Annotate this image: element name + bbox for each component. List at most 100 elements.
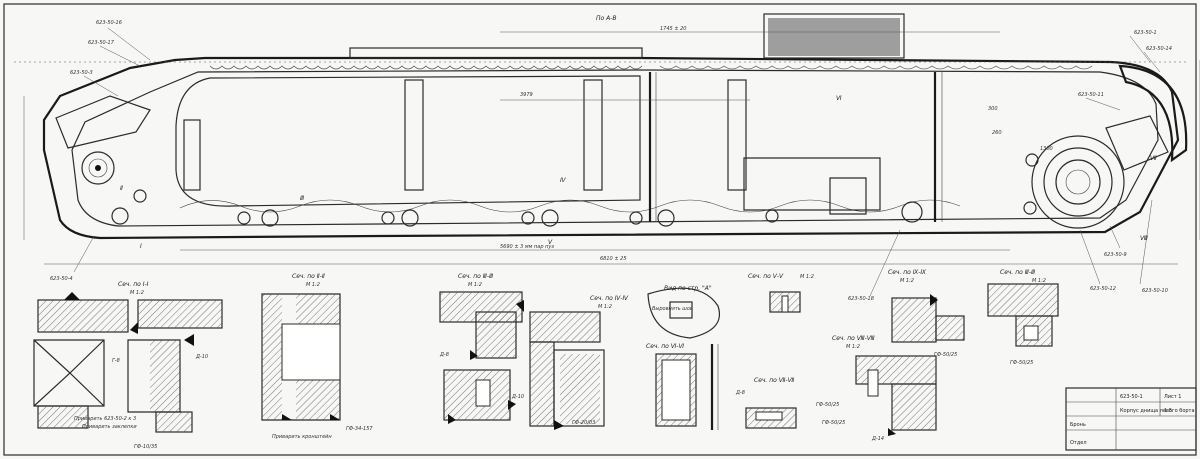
hull-inner-outline (71, 69, 1159, 227)
section-title: Сеч. по Ⅰ-Ⅰ (118, 281, 149, 288)
section-marker: Ⅱ (120, 185, 123, 192)
weld-mark: Д-10 (195, 354, 208, 360)
part-ref: ГФ-20/03 (572, 420, 595, 426)
front-hole-2 (133, 189, 147, 203)
section-detail-2: Сеч. по Ⅱ-Ⅱ М 1:2 Приварить кронштейн ГФ… (261, 273, 373, 440)
callout: 623-50-12 (1090, 286, 1116, 292)
part-ref: ГФ-50/25 (816, 402, 839, 408)
hull-side-view (14, 13, 1200, 265)
inspection-slot-4 (727, 79, 747, 191)
section-title: По А-В (596, 15, 616, 22)
section-detail-6: Сеч. по Ⅵ-Ⅵ (646, 343, 719, 430)
sheet-frame (3, 3, 1197, 456)
section-detail-9: Сеч. по Ⅸ-Ⅸ М 1:2 ГФ-50/25 (888, 269, 965, 358)
part-ref: ГФ-10/35 (134, 444, 157, 450)
weld-mark: Д-14 (871, 436, 884, 442)
section-marker: Ⅶ (1150, 155, 1157, 162)
title-block: 623-50-1 Лист 1 Корпус днища левого борт… (1065, 387, 1197, 451)
rear-exhaust-pipe (1118, 64, 1188, 163)
section-marker: Ⅷ (1140, 235, 1148, 242)
section-scale: М 1:2 (130, 290, 144, 296)
view-a-detail: Вид по стр. "А" Выровнять шов (647, 285, 720, 339)
section-scale: М 1:2 (800, 274, 814, 280)
section-title: Сеч. по Ⅲ-Ⅲ (1000, 269, 1035, 276)
section-detail-5: Сеч. по Ⅴ-Ⅴ М 1:2 (748, 273, 814, 313)
section-detail-4: Сеч. по Ⅳ-Ⅳ М 1:2 ГФ-20/03 (529, 295, 628, 430)
inspection-slot-1 (183, 119, 201, 191)
section-title: Сеч. по Ⅴ-Ⅴ (748, 273, 784, 280)
dim-ref-300: 300 (988, 106, 998, 112)
weld-mark: Д-8 (439, 352, 449, 358)
callouts: 623-50-16 623-50-17 623-50-3 623-50-4 62… (50, 20, 1172, 302)
weld-mark: Д-10 (511, 394, 524, 400)
title-block-org: Отдел (1070, 440, 1087, 446)
section-detail-8: Сеч. по Ⅷ-Ⅷ М 1:2 Д-14 ГФ-50/25 (822, 335, 937, 442)
dim-overall-length: 6810 ± 25 (600, 256, 626, 262)
part-ref: ГФ-50/25 (822, 420, 845, 426)
top-plate-wave-right (659, 65, 1093, 70)
final-drive-housing (1031, 135, 1125, 229)
dim-ref-260: 260 (992, 130, 1002, 136)
title-block-material: Бронь (1070, 422, 1086, 428)
hull-cavity (175, 75, 641, 207)
section-title: Сеч. по Ⅶ-Ⅶ (754, 377, 795, 384)
callout: 623-50-14 (1146, 46, 1172, 52)
title-block-name: Корпус днища левого борта (1120, 408, 1195, 414)
section-detail-3: Сеч. по Ⅲ-Ⅲ М 1:2 Д-8 Д-10 (439, 273, 524, 424)
hull-outer-outline (42, 56, 1180, 240)
radiator-grille (763, 13, 905, 59)
section-title: Сеч. по Ⅱ-Ⅱ (292, 273, 325, 280)
front-hole-1 (111, 207, 129, 225)
front-idler (81, 151, 115, 185)
section-scale: М 1:2 (468, 282, 482, 288)
section-marker: Ⅳ (560, 177, 566, 184)
section-scale: М 1:2 (1032, 278, 1046, 284)
callout: 623-50-4 (50, 276, 73, 282)
dim-length-mid: 3979 (520, 92, 533, 98)
dim-inner-length: 5690 ± 3 мм пар пуз (500, 244, 554, 250)
inspection-slot-3 (583, 79, 603, 191)
section-title: Сеч. по Ⅷ-Ⅷ (832, 335, 875, 342)
callout: 623-50-16 (96, 20, 122, 26)
note: Выровнять шов (652, 306, 693, 312)
section-scale: М 1:2 (306, 282, 320, 288)
section-scale: М 1:2 (900, 278, 914, 284)
weld-mark: ГФ-50/25 (1010, 360, 1033, 366)
front-armor-wedge (55, 95, 151, 149)
section-marker: Ⅰ (140, 243, 142, 250)
section-title: Сеч. по Ⅵ-Ⅵ (646, 343, 684, 350)
section-title: Сеч. по Ⅳ-Ⅳ (590, 295, 628, 302)
title-block-scale: 1:5 (1164, 408, 1172, 414)
weld-mark: Г-8 (112, 358, 120, 364)
section-title: Сеч. по Ⅲ-Ⅲ (458, 273, 493, 280)
note: Приварить кронштейн (272, 434, 332, 440)
inspection-slot-2 (404, 79, 424, 191)
section-scale: М 1:2 (598, 304, 612, 310)
bottom-plate-wave (179, 199, 961, 213)
callout: 623-50-17 (88, 40, 115, 46)
dimension-lines (14, 31, 1200, 265)
weld-mark: Д-8 (735, 390, 745, 396)
section-detail-7: Сеч. по Ⅶ-Ⅶ Д-8 ГФ-50/25 (735, 377, 839, 429)
section-marker: Ⅲ (300, 195, 304, 202)
callout: 623-50-1 (1134, 30, 1157, 36)
callout: 623-50-3 (70, 70, 93, 76)
dim-ref-1300: 1300 (1040, 146, 1053, 152)
part-ref: ГФ-34-157 (346, 426, 373, 432)
title-block-designation: 623-50-1 (1120, 394, 1143, 400)
top-plate-wave (209, 65, 643, 70)
section-markers: Ⅰ Ⅱ Ⅲ Ⅳ Ⅴ Ⅵ Ⅶ Ⅷ (120, 95, 1157, 250)
section-title: Сеч. по Ⅸ-Ⅸ (888, 269, 926, 276)
section-marker: Ⅵ (836, 95, 842, 102)
section-scale: М 1:2 (846, 344, 860, 350)
callout: 623-50-11 (1078, 92, 1104, 98)
note: Приварить 623-50-2 к 3 (74, 416, 136, 422)
callout: 623-50-10 (1142, 288, 1168, 294)
callout: 623-50-18 (848, 296, 874, 302)
suspension-mounts (237, 153, 1039, 227)
section-marker: Ⅴ (548, 239, 553, 246)
transmission-bay (743, 157, 881, 215)
rear-bracket (1105, 115, 1169, 171)
